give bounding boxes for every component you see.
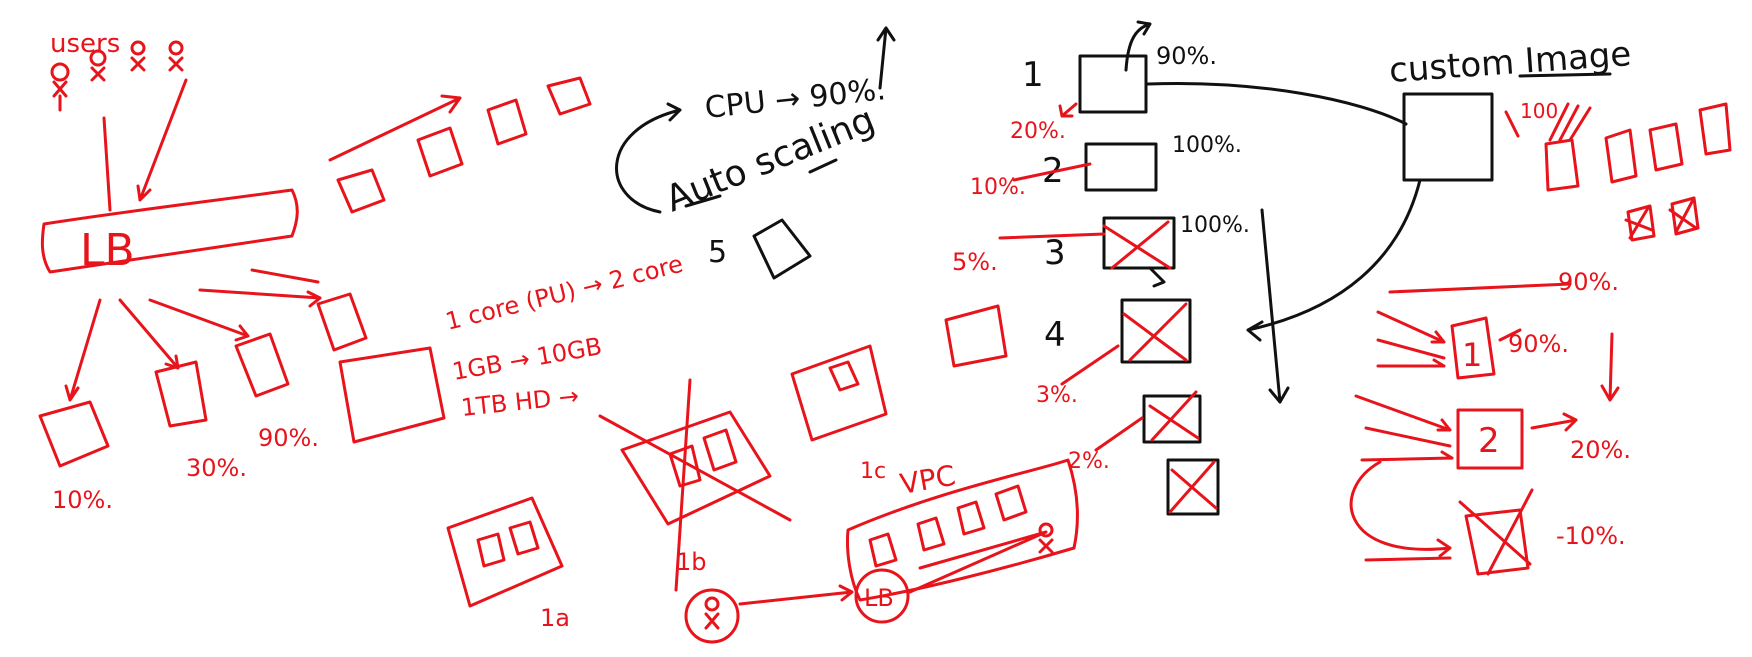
gb-label: 1GB → 10GB <box>450 332 604 386</box>
user-figure-icon <box>168 40 184 72</box>
box1-number: 1 <box>1462 336 1482 374</box>
az-1b: 1b <box>598 378 792 592</box>
arrow-user-to-vpc-lb <box>738 584 854 606</box>
az-1c-label: 1c <box>860 459 886 484</box>
instance-3-cross <box>1102 220 1172 270</box>
box2 <box>1456 408 1524 470</box>
vpc-lb-circle <box>854 568 910 624</box>
instance-5-box <box>1142 394 1202 444</box>
user-figure-icon <box>704 596 720 630</box>
load-balancer-box <box>40 188 299 274</box>
users-label: users <box>50 29 120 59</box>
instance-1-pct: 90%. <box>1156 42 1217 70</box>
user-figure-icon <box>50 62 70 112</box>
instance-4-box <box>1120 298 1192 364</box>
instance-3-number: 3 <box>1044 233 1066 273</box>
az-1a: 1a <box>446 496 570 632</box>
lb-fanout-arrows <box>64 268 322 402</box>
digit-5-label: 5 <box>708 235 727 270</box>
box1-pct: 90%. <box>1508 330 1569 358</box>
custom-image-group: custom Image 100 <box>1146 34 1732 342</box>
lb-label: LB <box>80 225 135 276</box>
custom-image-label: custom Image <box>1388 34 1633 91</box>
arrow-users-to-lb <box>136 78 188 202</box>
threshold-down-arrow <box>1600 332 1620 402</box>
user-figure-icon <box>89 49 107 82</box>
box3-cross <box>1458 488 1534 576</box>
autoscaling-underline <box>684 158 838 208</box>
custom-image-box <box>1402 92 1494 182</box>
instance-stack: 1 90%. 20%. 2 100%. 10%. 3 100%. 5%. 4 3… <box>944 20 1290 516</box>
instance-3-low-pct: 5%. <box>952 248 998 276</box>
connector-instance-to-image <box>1146 82 1408 126</box>
threshold-90-label: 90%. <box>1558 268 1619 296</box>
instance-3-pct: 100%. <box>1180 213 1250 238</box>
cpu-up-arrow <box>876 26 896 90</box>
vpc-user-icon <box>1038 522 1054 554</box>
incoming-arrows-box2 <box>1354 394 1454 462</box>
user-figure-icon <box>130 40 146 72</box>
hdd-label: 1TB HD → <box>460 382 581 422</box>
box2-number: 2 <box>1478 421 1500 461</box>
instance-1-box <box>1078 54 1148 114</box>
external-user <box>684 584 854 644</box>
instance-1-number: 1 <box>1022 55 1044 95</box>
box2-pct: 20%. <box>1570 436 1631 464</box>
lb-instances-group <box>38 292 446 468</box>
box1 <box>1450 316 1496 380</box>
az-1a-label: 1a <box>540 604 570 632</box>
downward-arrow <box>1260 208 1290 404</box>
instance-3-box <box>1102 216 1176 270</box>
instance-5-low-pct: 2%. <box>1068 449 1110 474</box>
az-1b-label: 1b <box>676 548 707 576</box>
vpc-box <box>846 458 1079 602</box>
instance-4-number: 4 <box>1044 315 1066 355</box>
scaled-instances-group <box>336 76 592 214</box>
vpc-lb-label: LB <box>864 584 894 612</box>
external-user-circle <box>684 588 740 644</box>
instance-1-low-pct: 20%. <box>1010 119 1066 144</box>
scale-arrow <box>328 94 462 162</box>
standalone-instance-box <box>944 304 1008 368</box>
loop-arrow <box>1349 460 1452 558</box>
users-group: users <box>50 29 184 112</box>
pct-30-label: 30%. <box>186 454 247 482</box>
scaling-demo: 90%. 1 90%. 2 20%. -10%. <box>1349 268 1631 576</box>
instance-5-cross <box>1148 390 1200 442</box>
vpc-group: VPC LB <box>846 458 1079 624</box>
instance-6-cross <box>1168 460 1218 514</box>
instance-2-pct: 100%. <box>1172 133 1242 158</box>
az-1c: 1c <box>790 344 888 484</box>
instance-4-cross <box>1122 302 1188 362</box>
instance-4-low-pct: 3%. <box>1036 383 1078 408</box>
incoming-arrows-box1 <box>1376 310 1446 368</box>
custom-image-underline <box>1518 72 1612 78</box>
autoscaling-curve-arrow <box>615 102 682 214</box>
small-100-label: 100 <box>1520 99 1558 123</box>
threshold-line <box>1388 282 1572 294</box>
load-balancer: LB <box>40 188 299 276</box>
instance-2-box <box>1084 142 1158 192</box>
az-1b-cross <box>598 378 792 592</box>
autoscale-instance-box <box>752 218 812 280</box>
core-label: 1 core (PU) → 2 core <box>443 250 686 336</box>
box3-pct: -10%. <box>1556 522 1626 550</box>
pct-10-label: 10%. <box>52 486 113 514</box>
instance-6-box <box>1166 458 1220 516</box>
arrow-users-to-lb <box>102 116 112 212</box>
pct-90-label: 90%. <box>258 424 319 452</box>
box3 <box>1464 508 1530 576</box>
connector-image-to-instances <box>1246 178 1422 342</box>
